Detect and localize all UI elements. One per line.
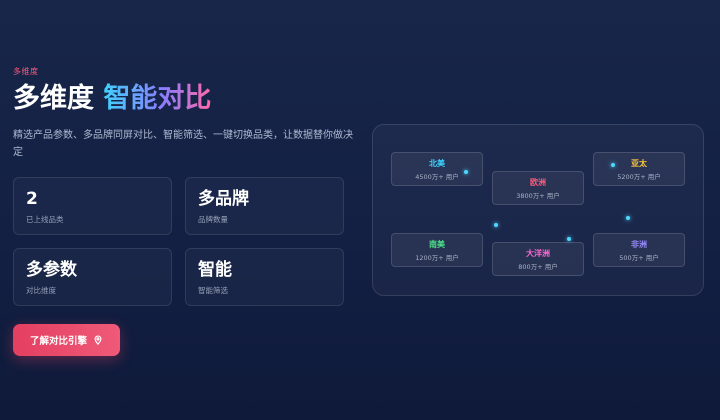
hero-eyebrow: 多维度	[13, 67, 39, 76]
region-count: 4500万+ 用户	[415, 173, 459, 181]
stat-value: 2	[26, 189, 38, 209]
region-name: 南美	[429, 240, 445, 249]
map-marker	[567, 237, 571, 241]
stat-label: 对比维度	[26, 286, 56, 295]
stat-card-parameters: 多参数 对比维度	[13, 248, 172, 306]
region-count: 500万+ 用户	[619, 254, 659, 262]
region-card-north-america[interactable]: 北美 4500万+ 用户	[391, 152, 483, 186]
stat-value: 多品牌	[198, 189, 249, 209]
stat-label: 已上线品类	[26, 215, 64, 224]
stat-card-smart-filter: 智能 智能筛选	[185, 248, 344, 306]
region-count: 1200万+ 用户	[415, 254, 459, 262]
region-card-europe[interactable]: 欧洲 3800万+ 用户	[492, 171, 584, 205]
region-name: 大洋洲	[526, 249, 550, 258]
hero-description: 精选产品参数、多品牌同屏对比、智能筛选、一键切换品类，让数据替你做决定	[13, 130, 353, 158]
region-map-panel: 北美 4500万+ 用户 欧洲 3800万+ 用户 亚太 5200万+ 用户 南…	[372, 124, 704, 296]
stat-label: 智能筛选	[198, 286, 228, 295]
hero-title-highlight: 智能对比	[103, 83, 212, 114]
stat-card-categories: 2 已上线品类	[13, 177, 172, 235]
map-marker	[494, 223, 498, 227]
stat-label: 品牌数量	[198, 215, 228, 224]
stat-card-brands: 多品牌 品牌数量	[185, 177, 344, 235]
region-card-south-america[interactable]: 南美 1200万+ 用户	[391, 233, 483, 267]
region-card-africa[interactable]: 非洲 500万+ 用户	[593, 233, 685, 267]
region-name: 北美	[429, 159, 445, 168]
region-name: 欧洲	[530, 178, 546, 187]
hero-title: 多维度 智能对比	[13, 83, 211, 115]
cta-label: 了解对比引擎	[29, 336, 87, 347]
stat-value: 多参数	[26, 260, 77, 280]
region-card-asia-pacific[interactable]: 亚太 5200万+ 用户	[593, 152, 685, 186]
region-count: 800万+ 用户	[518, 263, 558, 271]
stat-value: 智能	[198, 260, 232, 280]
map-marker	[611, 163, 615, 167]
region-name: 非洲	[631, 240, 647, 249]
map-marker	[464, 170, 468, 174]
region-count: 3800万+ 用户	[516, 192, 560, 200]
map-marker	[626, 216, 630, 220]
hero-title-plain: 多维度	[13, 83, 94, 114]
region-name: 亚太	[631, 159, 647, 168]
region-card-oceania[interactable]: 大洋洲 800万+ 用户	[492, 242, 584, 276]
region-count: 5200万+ 用户	[617, 173, 661, 181]
location-pin-icon	[94, 335, 102, 345]
learn-comparison-engine-button[interactable]: 了解对比引擎	[13, 324, 120, 356]
